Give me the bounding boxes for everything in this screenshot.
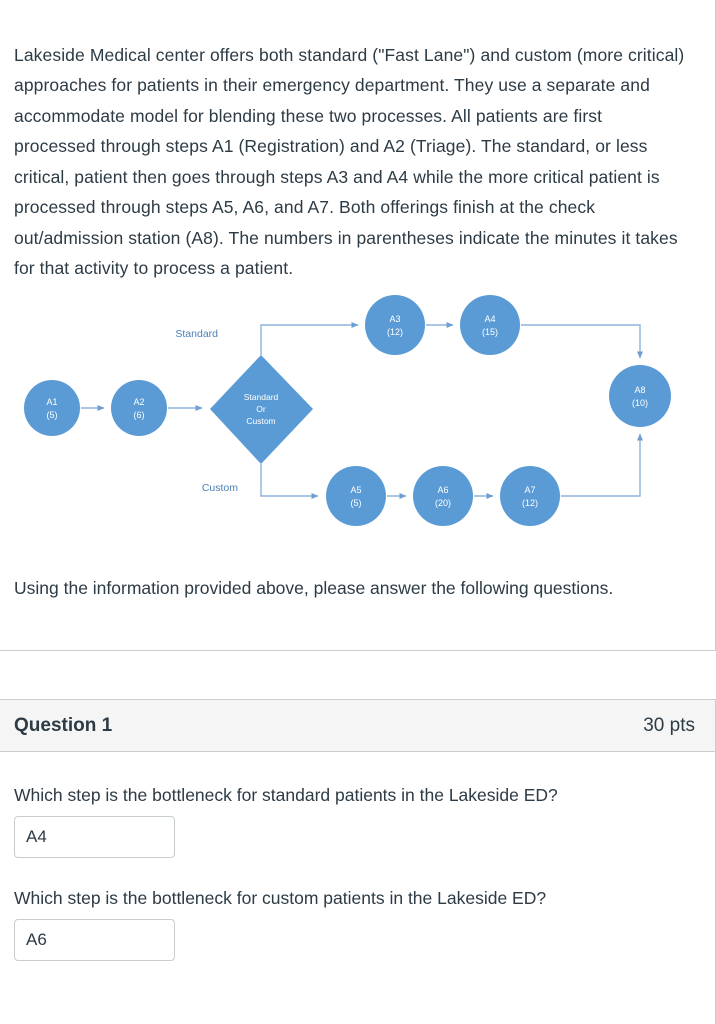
connector-decision-a5 bbox=[260, 464, 319, 499]
node-label-a1: A1 bbox=[46, 397, 57, 407]
node-time-a1: (5) bbox=[47, 410, 58, 420]
activity-node-a5: A5 (5) bbox=[326, 466, 386, 526]
activity-node-a7: A7 (12) bbox=[500, 466, 560, 526]
decision-label-line3: Custom bbox=[246, 416, 275, 426]
question-points-badge: 30 pts bbox=[643, 714, 695, 736]
node-label-a4: A4 bbox=[484, 314, 495, 324]
connector-a4-a8 bbox=[521, 324, 643, 359]
node-time-a6: (20) bbox=[435, 498, 451, 508]
node-label-a7: A7 bbox=[524, 485, 535, 495]
stimulus-card: Lakeside Medical center offers both stan… bbox=[0, 0, 716, 651]
question-title: Question 1 bbox=[14, 714, 113, 736]
closing-instruction: Using the information provided above, pl… bbox=[14, 577, 614, 598]
node-label-a8: A8 bbox=[634, 385, 645, 395]
decision-label-line2: Or bbox=[256, 404, 266, 414]
node-label-a5: A5 bbox=[350, 485, 361, 495]
branch-label-standard: Standard bbox=[175, 328, 218, 340]
question-prompt-custom: Which step is the bottleneck for custom … bbox=[14, 888, 547, 908]
activity-node-a1: A1 (5) bbox=[24, 380, 80, 436]
node-label-a6: A6 bbox=[437, 485, 448, 495]
node-time-a5: (5) bbox=[351, 498, 362, 508]
decision-label-line1: Standard bbox=[244, 392, 279, 402]
activity-node-a2: A2 (6) bbox=[111, 380, 167, 436]
answer-input-standard[interactable] bbox=[14, 816, 175, 858]
node-time-a7: (12) bbox=[522, 498, 538, 508]
question-item-standard-bottleneck: Which step is the bottleneck for standar… bbox=[14, 782, 701, 858]
activity-node-a4: A4 (15) bbox=[460, 295, 520, 355]
question-body: Which step is the bottleneck for standar… bbox=[0, 752, 715, 961]
connector-decision-a3 bbox=[260, 322, 359, 355]
node-time-a4: (15) bbox=[482, 327, 498, 337]
branch-label-custom: Custom bbox=[202, 482, 238, 494]
node-label-a2: A2 bbox=[133, 397, 144, 407]
answer-input-custom[interactable] bbox=[14, 919, 175, 961]
question-header: Question 1 30 pts bbox=[0, 700, 715, 752]
decision-node-standard-or-custom: Standard Or Custom bbox=[210, 355, 313, 464]
activity-node-a6: A6 (20) bbox=[413, 466, 473, 526]
node-time-a3: (12) bbox=[387, 327, 403, 337]
node-time-a2: (6) bbox=[134, 410, 145, 420]
node-time-a8: (10) bbox=[632, 398, 648, 408]
question-item-custom-bottleneck: Which step is the bottleneck for custom … bbox=[14, 885, 701, 961]
activity-node-a8: A8 (10) bbox=[609, 365, 671, 427]
process-flow-diagram: Standard Custom Standard Or Custom A1 (5… bbox=[0, 272, 716, 547]
node-label-a3: A3 bbox=[389, 314, 400, 324]
question-card: Question 1 30 pts Which step is the bott… bbox=[0, 699, 716, 1024]
flowchart-svg: Standard Custom Standard Or Custom A1 (5… bbox=[24, 295, 671, 526]
scenario-paragraph: Lakeside Medical center offers both stan… bbox=[14, 44, 685, 279]
question-prompt-standard: Which step is the bottleneck for standar… bbox=[14, 785, 558, 805]
connector-a7-a8 bbox=[561, 433, 643, 497]
activity-node-a3: A3 (12) bbox=[365, 295, 425, 355]
